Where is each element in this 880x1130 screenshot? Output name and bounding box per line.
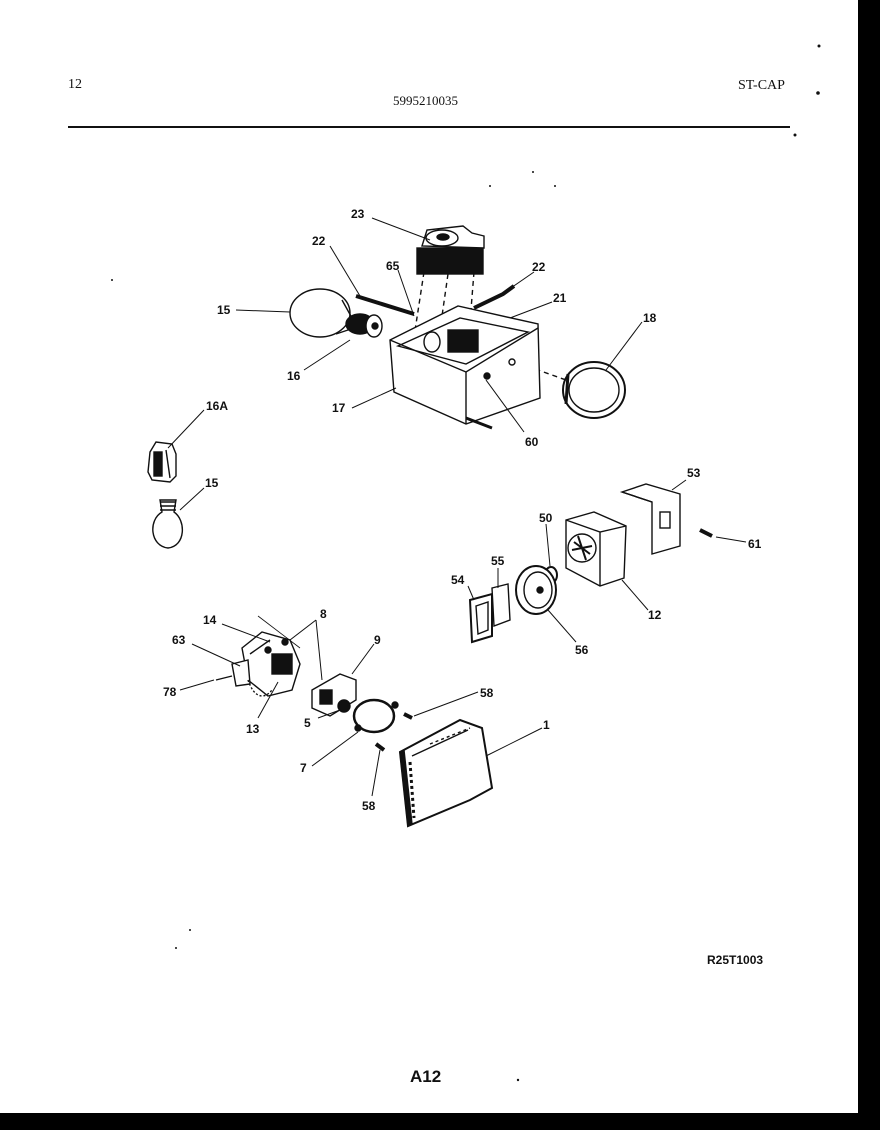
part-18-lens	[562, 361, 626, 419]
part-17-housing	[389, 305, 541, 430]
part-61-screw	[699, 528, 713, 538]
callout-12: 12	[648, 608, 662, 622]
callout-23: 23	[351, 207, 365, 221]
part-1-cover	[398, 718, 494, 828]
callout-5: 5	[304, 716, 311, 730]
parts-diagram-sheet: 12 5995210035 ST-CAP	[0, 0, 858, 1113]
callout-58: 58	[362, 799, 376, 813]
callout-78: 78	[163, 685, 177, 699]
part-15-bulb-lower	[152, 499, 183, 549]
callout-15: 15	[205, 476, 219, 490]
callout-17: 17	[332, 401, 346, 415]
part-number: 5995210035	[393, 93, 458, 108]
callout-21: 21	[553, 291, 567, 305]
callout-14: 14	[203, 613, 217, 627]
header-rule	[68, 126, 790, 128]
part-55-54-mount	[468, 583, 511, 644]
callout-15: 15	[217, 303, 231, 317]
speck-marks	[111, 44, 821, 1082]
callout-9: 9	[374, 633, 381, 647]
callout-63: 63	[172, 633, 186, 647]
footer-page-number: A12	[410, 1067, 442, 1086]
part-9-relay	[311, 673, 357, 717]
part-12-motor-housing	[565, 511, 627, 587]
callout-55: 55	[491, 554, 505, 568]
callout-18: 18	[643, 311, 657, 325]
callout-50: 50	[539, 511, 553, 525]
callout-16A: 16A	[206, 399, 228, 413]
callout-53: 53	[687, 466, 701, 480]
part-23-timer	[416, 225, 485, 275]
callout-13: 13	[246, 722, 260, 736]
callout-58: 58	[480, 686, 494, 700]
callout-16: 16	[287, 369, 301, 383]
exploded-parts-illustration: 23 22 65 22 21 15 18 16 17 60 16A 15 53 …	[111, 44, 821, 1082]
model-code: ST-CAP	[738, 78, 785, 93]
callout-54: 54	[451, 573, 465, 587]
page-number: 12	[68, 77, 82, 92]
callout-22: 22	[532, 260, 546, 274]
part-56-fan	[515, 565, 557, 615]
part-58-screws	[374, 712, 413, 752]
part-16-socket	[345, 313, 383, 338]
part-14-thermostat-assembly	[215, 615, 301, 697]
callout-61: 61	[748, 537, 762, 551]
callout-labels: 23 22 65 22 21 15 18 16 17 60 16A 15 53 …	[163, 207, 762, 813]
part-16A-socket	[147, 441, 177, 483]
callout-60: 60	[525, 435, 539, 449]
callout-7: 7	[300, 761, 307, 775]
callout-1: 1	[543, 718, 550, 732]
callout-56: 56	[575, 643, 589, 657]
callout-8: 8	[320, 607, 327, 621]
part-7-ring	[352, 698, 399, 734]
part-15-bulb-upper	[289, 288, 353, 338]
leader-lines	[167, 217, 747, 797]
callout-65: 65	[386, 259, 400, 273]
callout-22: 22	[312, 234, 326, 248]
part-22-rods	[355, 284, 516, 316]
drawing-reference-code: R25T1003	[707, 953, 764, 967]
part-53-bracket	[619, 483, 681, 555]
